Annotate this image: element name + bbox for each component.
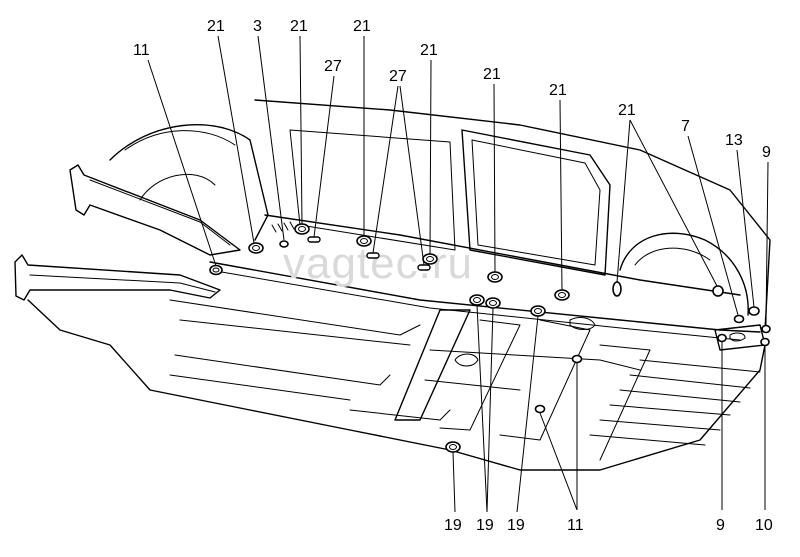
- plug-21-e: [487, 271, 503, 283]
- callout-27-bc: 27: [389, 68, 407, 85]
- callout-9-bottom: 9: [716, 517, 725, 534]
- callout-13: 13: [725, 132, 743, 149]
- callout-19-mid: 19: [476, 517, 494, 534]
- vehicle-underbody-outline: [14, 99, 771, 471]
- plug-19-c: [530, 305, 546, 317]
- callout-21-b: 21: [290, 18, 308, 35]
- plug-13: [748, 306, 760, 316]
- plug-11-front-b: [534, 404, 546, 414]
- callout-21-d: 21: [420, 42, 438, 59]
- callout-11-rear: 11: [133, 42, 150, 59]
- plug-3: [279, 240, 289, 248]
- callout-19-right: 19: [507, 517, 525, 534]
- plug-21-c: [356, 235, 372, 247]
- callout-labels: 11 21 3 21 27 21 27 21 21 21 21 7 13 9 1…: [133, 18, 773, 534]
- callout-21-c: 21: [353, 18, 371, 35]
- plug-9-bottom: [717, 333, 727, 343]
- callout-19-left: 19: [444, 517, 462, 534]
- plug-19-d: [445, 441, 461, 453]
- plug-10: [760, 337, 770, 347]
- callout-27-a: 27: [324, 58, 342, 75]
- plug-9-top: [761, 324, 771, 334]
- plug-21-f: [554, 289, 570, 301]
- plug-19-b: [485, 297, 501, 309]
- plug-21-d: [422, 253, 438, 265]
- plug-11-rear: [209, 264, 223, 276]
- plug-21-h: [712, 285, 724, 297]
- plug-21-a: [248, 242, 264, 254]
- plug-11-front-a: [571, 354, 583, 364]
- plug-27-b: [366, 252, 380, 259]
- callout-21-f: 21: [549, 82, 567, 99]
- callout-21-gh: 21: [618, 102, 636, 119]
- callout-21-a: 21: [207, 18, 225, 35]
- callout-9-top: 9: [762, 144, 771, 161]
- callout-11-front: 11: [567, 517, 584, 534]
- plug-27-c: [417, 264, 431, 271]
- plug-21-b: [294, 223, 310, 235]
- plug-7: [733, 314, 745, 324]
- callout-7: 7: [681, 118, 690, 135]
- callout-10: 10: [755, 517, 773, 534]
- plug-group: [209, 223, 771, 453]
- leader-lines: [147, 35, 769, 513]
- watermark-text: vagtec.ru: [283, 239, 473, 288]
- callout-21-e: 21: [483, 66, 501, 83]
- plug-27-a: [307, 236, 321, 243]
- callout-3: 3: [253, 18, 262, 35]
- plug-19-a: [469, 294, 485, 306]
- plug-21-g: [612, 281, 622, 297]
